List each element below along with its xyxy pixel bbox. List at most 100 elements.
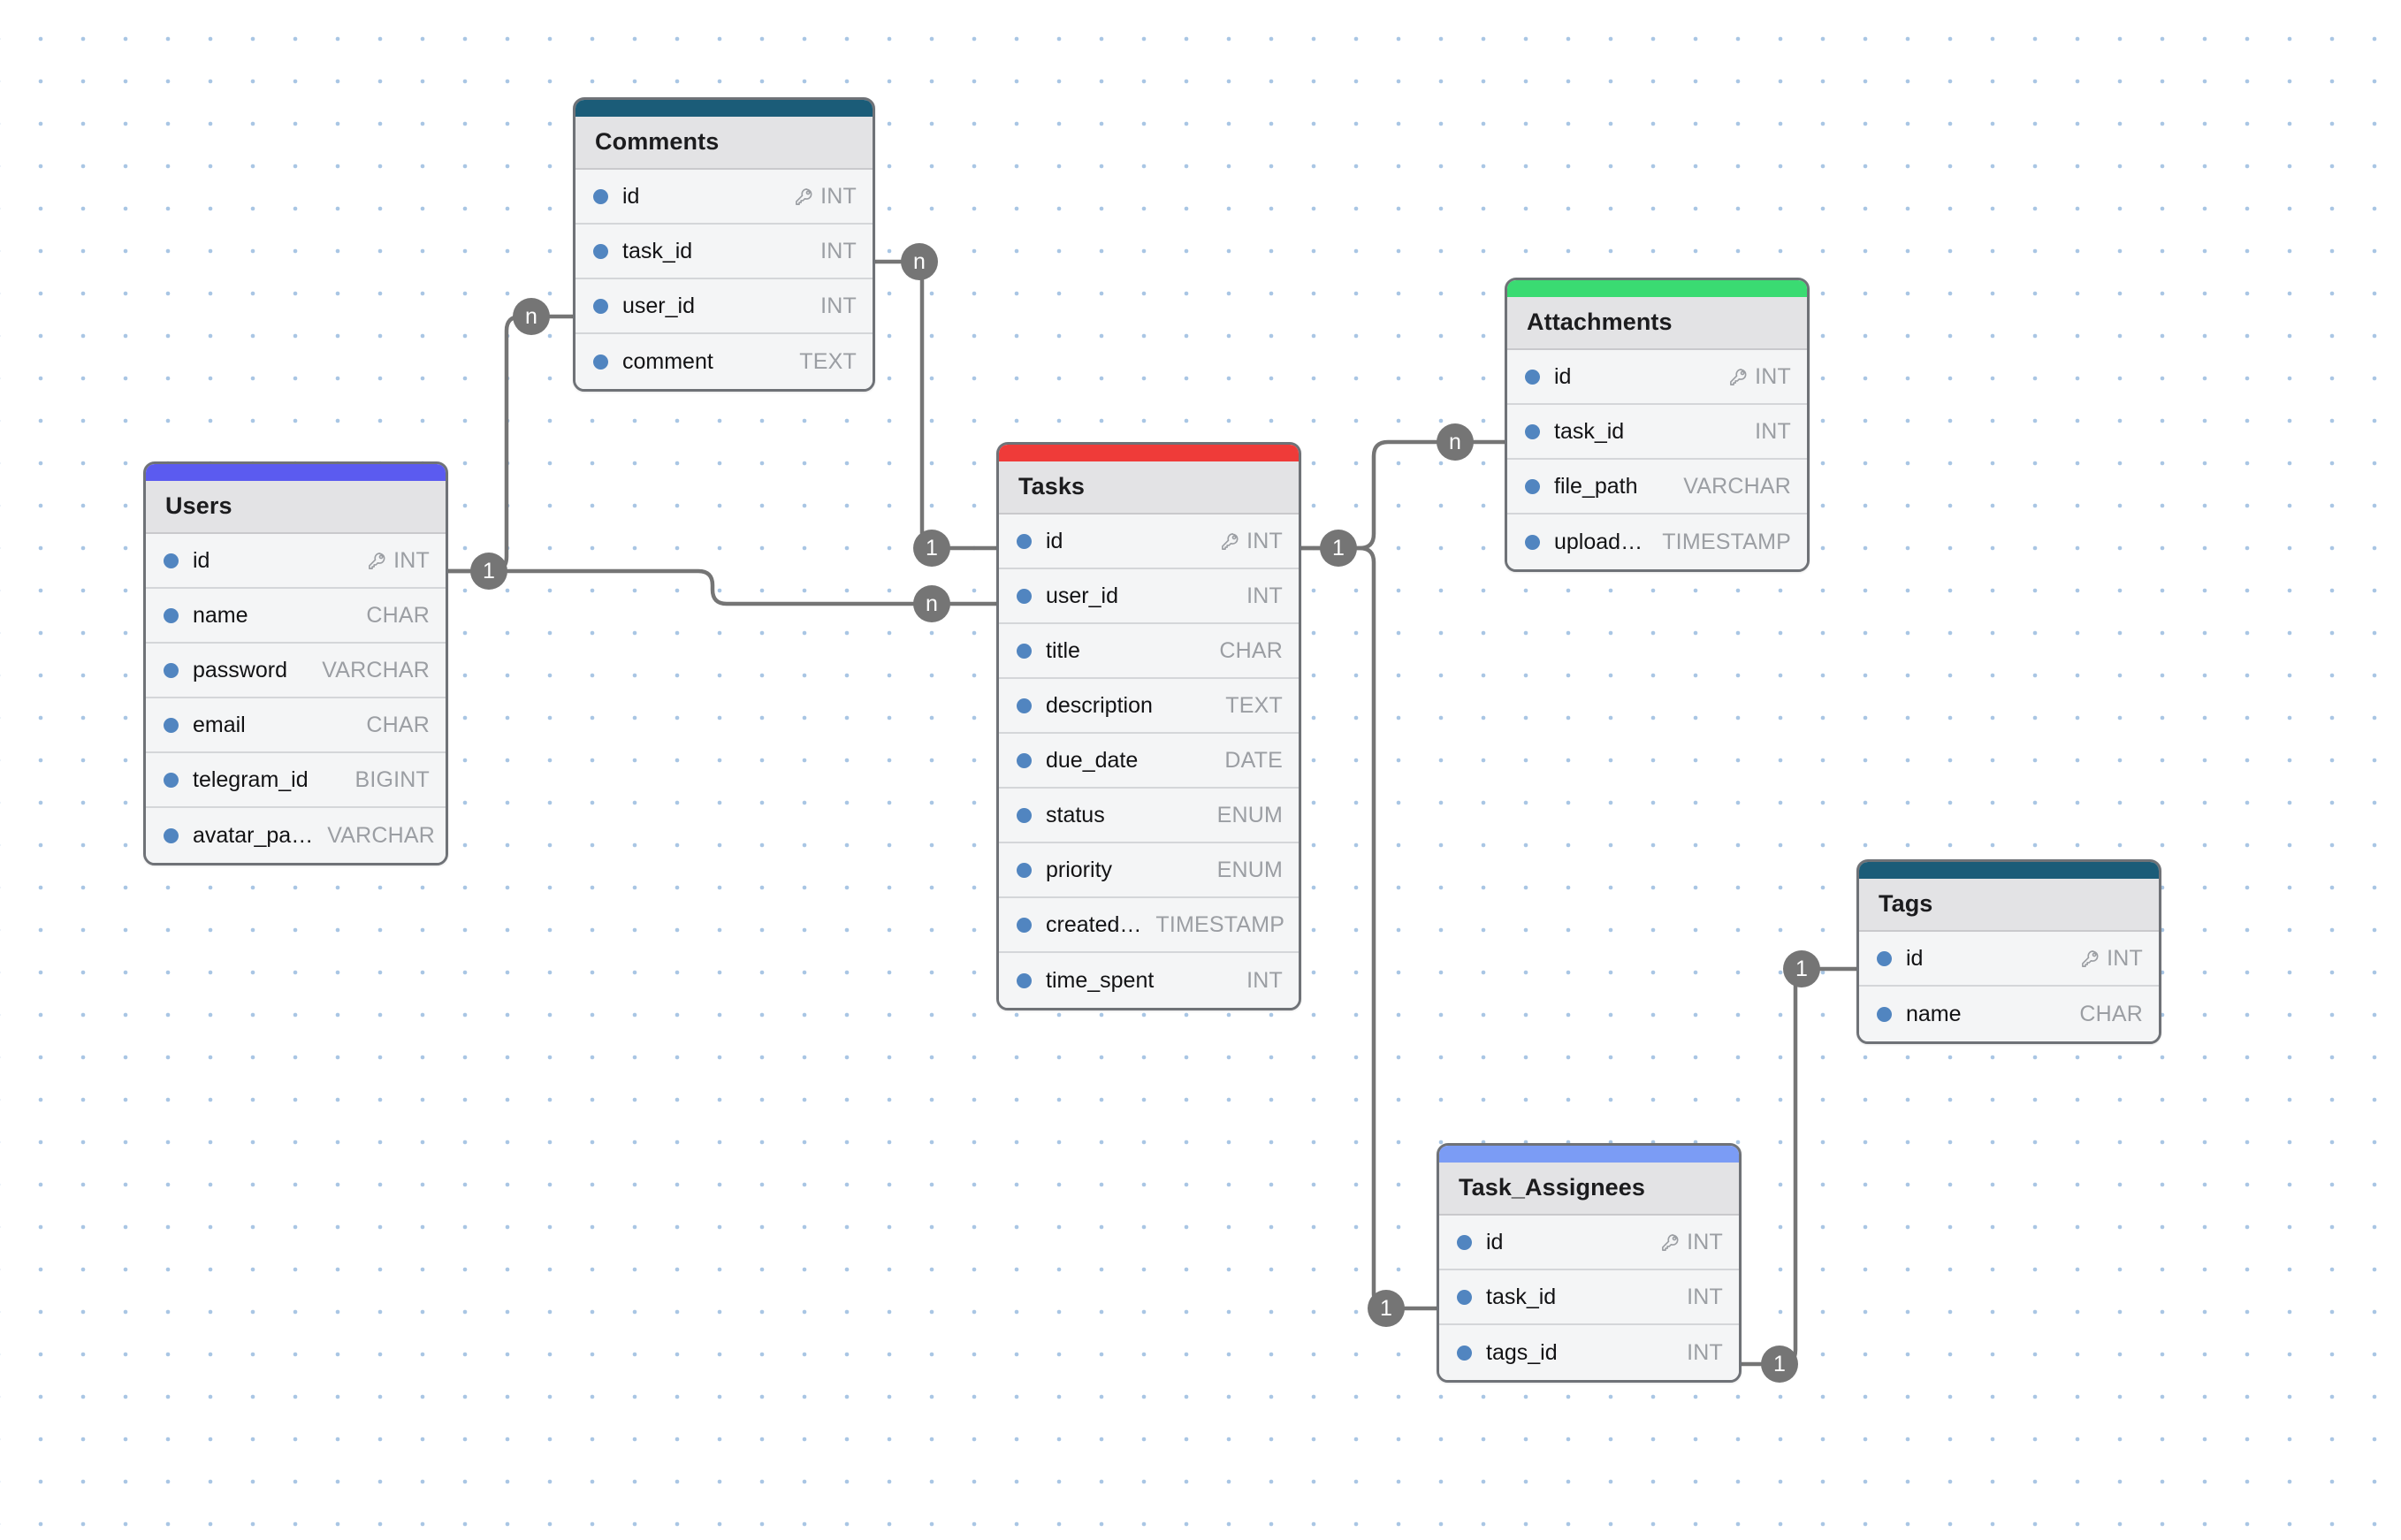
field-meta: CHAR xyxy=(1219,638,1283,664)
cardinality-badge[interactable]: n xyxy=(1437,423,1474,461)
field-bullet-icon xyxy=(1877,1006,1892,1022)
table-title-bar[interactable]: Tasks xyxy=(999,461,1299,515)
field-type: INT xyxy=(2107,945,2143,971)
field-type: TIMESTAMP xyxy=(1662,529,1791,554)
table-accent-bar xyxy=(1859,862,2159,879)
field-type: BIGINT xyxy=(354,766,430,792)
field-type: ENUM xyxy=(1216,802,1283,827)
field-bullet-icon xyxy=(164,827,179,843)
table-name: Tags xyxy=(1879,890,1933,917)
field-meta: CHAR xyxy=(366,713,430,738)
field-bullet-icon xyxy=(164,662,179,678)
cardinality-badge[interactable]: 1 xyxy=(470,553,507,590)
field-bullet-icon xyxy=(1017,752,1032,768)
relationship-edge[interactable] xyxy=(1301,545,1437,1311)
field-row[interactable]: upload…TIMESTAMP xyxy=(1507,515,1807,569)
primary-key-icon xyxy=(796,187,812,205)
field-meta: VARCHAR xyxy=(1683,474,1791,499)
field-meta: INT xyxy=(820,294,857,319)
field-row[interactable]: created…TIMESTAMP xyxy=(999,898,1299,953)
field-meta: INT xyxy=(794,184,857,210)
field-name: task_id xyxy=(1486,1284,1557,1309)
field-meta: TIMESTAMP xyxy=(1662,530,1791,555)
field-type: CHAR xyxy=(2079,1001,2143,1026)
field-meta: CHAR xyxy=(366,603,430,629)
relationship-edge[interactable] xyxy=(875,259,996,551)
table-title-bar[interactable]: Users xyxy=(146,481,446,534)
field-name: user_id xyxy=(622,293,695,318)
field-row[interactable]: user_id INT xyxy=(575,279,873,334)
cardinality-badge[interactable]: n xyxy=(513,298,550,335)
field-type: INT xyxy=(1687,1229,1723,1254)
table-title-bar[interactable]: Tags xyxy=(1859,879,2159,932)
cardinality-badge[interactable]: 1 xyxy=(1320,530,1357,567)
field-bullet-icon xyxy=(1525,534,1540,550)
cardinality-badge[interactable]: 1 xyxy=(1783,950,1820,987)
relationship-edge[interactable] xyxy=(447,314,573,574)
field-type: INT xyxy=(1246,583,1283,608)
field-meta: TEXT xyxy=(799,349,857,375)
table-accent-bar xyxy=(1439,1146,1739,1163)
key-icon xyxy=(2080,949,2100,969)
field-type: ENUM xyxy=(1216,857,1283,882)
field-meta: INT xyxy=(1246,583,1283,609)
table-title-bar[interactable]: Comments xyxy=(575,117,873,170)
cardinality-badge[interactable]: n xyxy=(901,243,938,280)
field-type: INT xyxy=(393,547,430,573)
table-title-bar[interactable]: Task_Assignees xyxy=(1439,1163,1739,1216)
table-title-bar[interactable]: Attachments xyxy=(1507,297,1807,350)
cardinality-badge[interactable]: 1 xyxy=(1761,1346,1798,1383)
field-bullet-icon xyxy=(164,772,179,788)
field-bullet-icon xyxy=(593,298,608,314)
field-row[interactable]: avatar_pa…VARCHAR xyxy=(146,808,446,863)
table-accent-bar xyxy=(575,100,873,117)
cardinality-badge[interactable]: 1 xyxy=(1368,1290,1405,1327)
field-meta: VARCHAR xyxy=(327,823,435,849)
field-name: time_spent xyxy=(1046,967,1155,993)
field-bullet-icon xyxy=(1457,1289,1472,1305)
relationship-edge[interactable] xyxy=(1742,966,1856,1367)
field-type: TEXT xyxy=(799,348,857,374)
field-meta: INT xyxy=(2080,946,2143,972)
field-name: due_date xyxy=(1046,747,1139,773)
field-type: INT xyxy=(1755,363,1791,389)
field-bullet-icon xyxy=(1017,533,1032,549)
cardinality-badge[interactable]: n xyxy=(913,585,950,622)
table-accent-bar xyxy=(146,464,446,481)
cardinality-badge[interactable]: 1 xyxy=(913,530,950,567)
field-type: CHAR xyxy=(366,602,430,628)
field-bullet-icon xyxy=(1017,917,1032,933)
field-type: CHAR xyxy=(366,712,430,737)
